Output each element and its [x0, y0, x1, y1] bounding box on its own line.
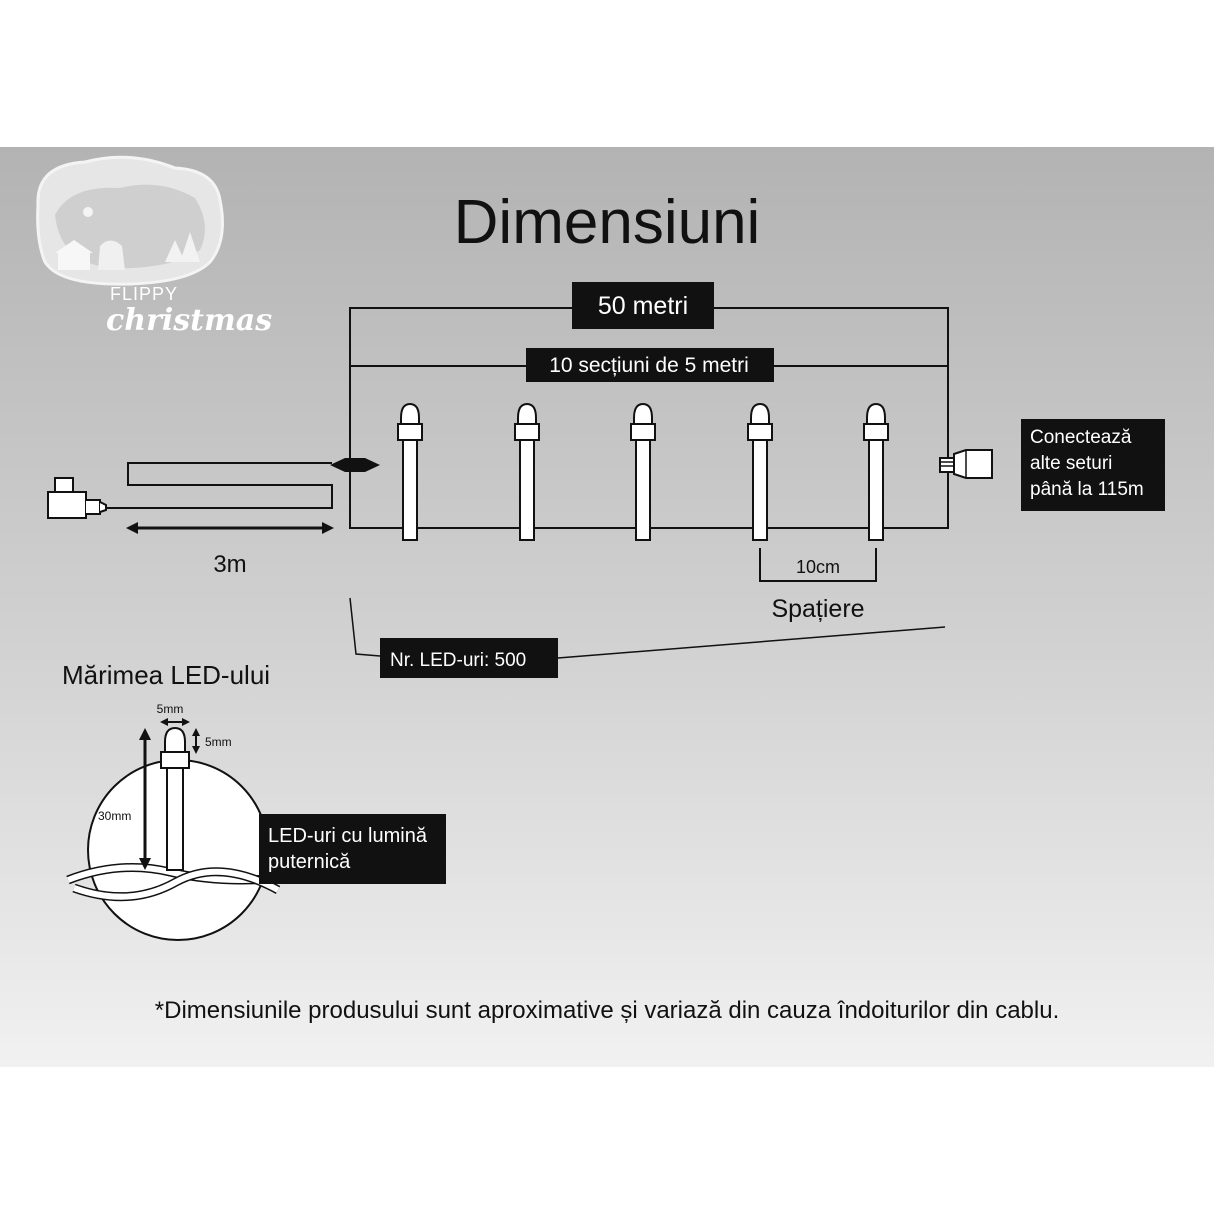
total-length-label: 50 metri: [598, 292, 688, 320]
connect-line-3: până la 115m: [1030, 479, 1144, 500]
brand-name-script: christmas: [106, 303, 272, 338]
head-height-label: 5mm: [205, 735, 232, 749]
head-height-arrow: [192, 728, 200, 754]
lead-length-label: 3m: [213, 551, 246, 578]
led-count-tag: [380, 638, 558, 678]
width-arrow: [160, 718, 190, 726]
width-label: 5mm: [157, 702, 184, 716]
brand-name-top: FLIPPY: [110, 284, 178, 304]
led-count-label: Nr. LED-uri: 500: [390, 650, 526, 671]
cable-twist: [66, 863, 283, 902]
total-height-label: 30mm: [98, 809, 131, 823]
footnote: *Dimensiunile produsului sunt aproximati…: [155, 997, 1059, 1024]
bright-line-2: puternică: [268, 851, 351, 873]
sections-tag: [526, 348, 774, 382]
led-strand: [397, 402, 889, 541]
lead-cable: [106, 462, 333, 509]
sections-label: 10 secțiuni de 5 metri: [549, 354, 749, 377]
led-size-title: Mărimea LED-ului: [62, 660, 270, 690]
total-length-tag: [572, 282, 714, 329]
spacing-bracket: [759, 548, 877, 582]
spacing-label: Spațiere: [771, 595, 864, 623]
bright-tag: [259, 814, 446, 884]
connect-line-2: alte seturi: [1030, 453, 1112, 474]
power-plug-icon: [47, 477, 107, 519]
lead-length-arrow: [126, 522, 334, 534]
led-count-leader-left: [349, 597, 381, 657]
spacing-value: 10cm: [796, 557, 840, 577]
led-count-leader-right: [557, 626, 946, 659]
end-connector-icon: [939, 449, 993, 479]
led-closeup: [160, 726, 190, 871]
led-bulb: [747, 402, 773, 541]
total-height-arrow: [139, 728, 151, 870]
led-bulb: [514, 402, 540, 541]
page-title: Dimensiuni: [454, 188, 761, 257]
connect-tag: [1021, 419, 1165, 511]
led-bulb: [397, 402, 423, 541]
connect-line-1: Conectează: [1030, 427, 1132, 448]
cable-connector-icon: [330, 458, 380, 472]
bright-line-1: LED-uri cu lumină: [268, 825, 428, 847]
brand-logo: FLIPPY christmas: [36, 155, 272, 338]
led-bulb: [630, 402, 656, 541]
led-bulb: [863, 402, 889, 541]
